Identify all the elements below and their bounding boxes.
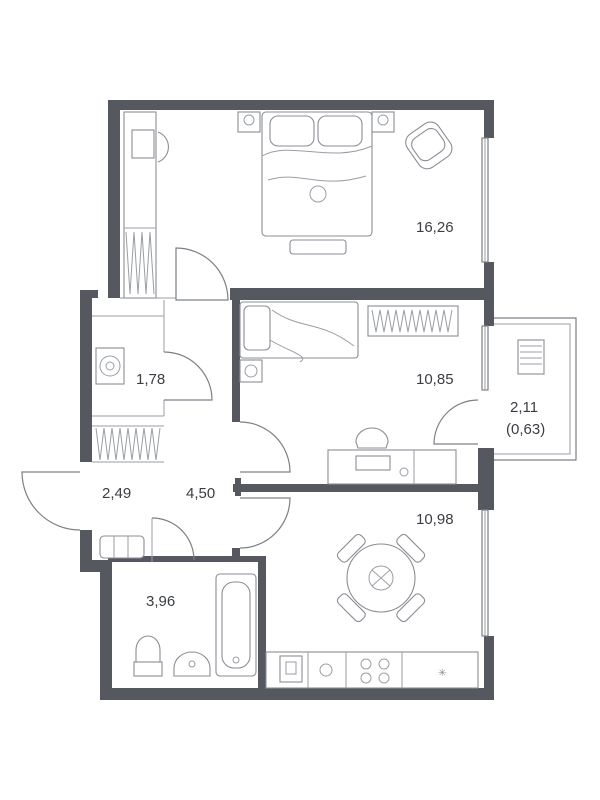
area-label-washroom: 3,96	[146, 593, 175, 610]
svg-text:✳: ✳	[438, 668, 446, 679]
area-label-balcony: 2,11	[510, 399, 538, 416]
area-label-balcony-reduced: (0,63)	[506, 421, 545, 438]
kitchen-furniture: ✳	[265, 533, 479, 689]
entrance-furniture	[99, 535, 145, 559]
area-label-bathroom: 1,78	[136, 371, 165, 388]
area-label-bedroom2: 10,85	[416, 371, 454, 388]
area-label-entrance: 2,49	[102, 485, 131, 502]
area-label-kitchen-living: 10,98	[416, 511, 454, 528]
windows	[481, 137, 489, 637]
balcony	[433, 317, 577, 461]
area-label-bedroom: 16,26	[416, 219, 454, 236]
bedroom2-furniture	[239, 301, 459, 485]
area-label-corridor: 4,50	[186, 485, 215, 502]
doors	[21, 247, 291, 561]
walls	[80, 100, 494, 700]
bathroom-furniture	[95, 347, 161, 461]
bedroom-furniture	[123, 111, 453, 299]
area-labels: 16,26 1,78 10,85 2,11 (0,63) 2,49 4,50 1…	[102, 219, 545, 610]
washroom-furniture	[133, 573, 257, 677]
